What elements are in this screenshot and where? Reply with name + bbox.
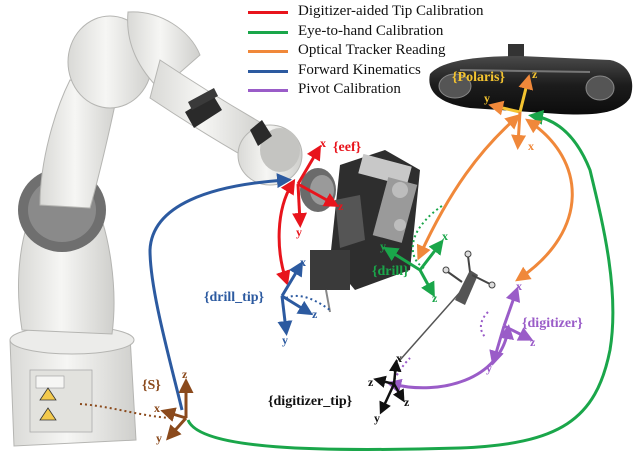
optical-reading-curve-digitizer [515, 118, 574, 282]
axis-letter-z: z [312, 307, 318, 321]
frame-label-s: {S} [142, 378, 161, 393]
axis-letter-z: z [532, 67, 538, 81]
axis-letter-z: z [404, 395, 410, 409]
legend-item-forward-kinematics: Forward Kinematics [248, 61, 498, 81]
axis-letter-y: y [486, 361, 492, 375]
drill-frame-axes [382, 239, 444, 298]
legend-label: Optical Tracker Reading [298, 42, 446, 58]
legend: Digitizer-aided Tip Calibration Eye-to-h… [248, 2, 498, 100]
frame-label-eef: {eef} [333, 140, 362, 155]
axis-letter-z: z [530, 335, 536, 349]
axis-letter-x: x [154, 401, 160, 415]
axis-letter-z: z [182, 367, 188, 381]
frame-label-drill: {drill} [372, 264, 409, 279]
eef-frame-axes [292, 144, 340, 228]
axis-letter-z: z [338, 199, 344, 213]
frame-label-polaris: {Polaris} [452, 70, 506, 85]
axis-letter-y: y [380, 239, 386, 253]
axis-letter-y: y [374, 411, 380, 425]
axis-letter-z: z [432, 291, 438, 305]
eye-to-hand-curve [186, 109, 615, 452]
robot-arm-image [9, 11, 336, 447]
warning-sticker-icon [39, 387, 57, 401]
legend-label: Forward Kinematics [298, 61, 421, 78]
axis-letter-z: z [368, 375, 374, 389]
legend-swatch-red [248, 11, 288, 14]
legend-label: Eye-to-hand Calibration [298, 22, 444, 39]
legend-item-tip-calibration: Digitizer-aided Tip Calibration [248, 2, 498, 22]
axis-letter-y: y [296, 225, 302, 239]
digitizer-tip-frame-axes [373, 359, 405, 415]
legend-swatch-orange [248, 50, 288, 53]
s-frame-axes [160, 378, 194, 441]
legend-swatch-purple [248, 89, 288, 92]
axis-letter-x: x [442, 229, 448, 243]
digitizer-frame-axes [489, 286, 534, 366]
axis-letter-x: x [396, 351, 402, 365]
axis-letter-x: x [528, 139, 534, 153]
legend-swatch-blue [248, 69, 288, 73]
legend-label: Digitizer-aided Tip Calibration [298, 3, 484, 19]
pivot-dotted [480, 311, 489, 339]
legend-item-eye-to-hand: Eye-to-hand Calibration [248, 22, 498, 42]
frame-label-drill-tip: {drill_tip} [204, 290, 265, 305]
forward-kinematics-curve [148, 173, 292, 411]
axis-letter-y: y [484, 91, 490, 105]
legend-label: Pivot Calibration [298, 81, 401, 97]
pivot-calibration-curve [386, 324, 514, 394]
warning-sticker-icon [39, 407, 57, 421]
frame-label-digitizer: {digitizer} [522, 316, 583, 331]
optical-reading-curve-drill [416, 114, 521, 261]
axis-letter-x: x [320, 136, 326, 150]
legend-item-optical-reading: Optical Tracker Reading [248, 41, 498, 61]
legend-swatch-green [248, 30, 288, 34]
drill-tip-frame-axes [277, 260, 314, 336]
axis-letter-y: y [282, 333, 288, 347]
tip-calibration-curve [276, 178, 296, 286]
frame-label-digitizer-tip: {digitizer_tip} [268, 394, 353, 409]
axis-letter-x: x [516, 279, 522, 293]
axis-letter-y: y [156, 431, 162, 445]
axis-letter-x: x [300, 255, 306, 269]
legend-item-pivot-calibration: Pivot Calibration [248, 80, 498, 100]
base-dotted [79, 403, 171, 419]
polaris-frame-axes [488, 74, 534, 150]
